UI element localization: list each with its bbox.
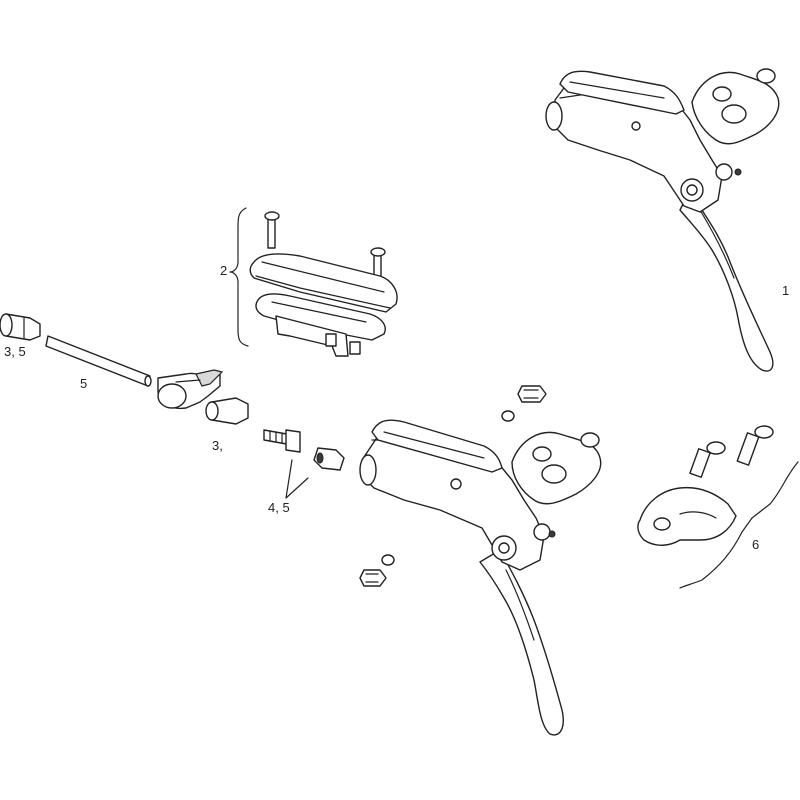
callout-label-6: 6 — [752, 537, 760, 552]
clamp-kit-bracket — [679, 461, 799, 589]
callout-label-3: 3, — [212, 438, 223, 453]
part-2-reservoir-cover-kit — [229, 207, 398, 357]
part-6-clamp-kit — [637, 425, 799, 589]
callout-label-3-5: 3, 5 — [4, 344, 26, 359]
part-3-5-hose-barb — [0, 313, 41, 341]
callout-label-2: 2 — [220, 263, 228, 278]
banjo-fitting — [157, 369, 224, 410]
callout-label-1: 1 — [782, 283, 790, 298]
part-3-compression-fitting — [205, 397, 249, 425]
part-4-5-bleed-nut — [313, 447, 345, 471]
clamp-bolt-right — [736, 425, 774, 466]
part-4-5-banjo-bolt — [263, 429, 301, 453]
part-5-hose-line — [45, 335, 152, 387]
cover-bolt-left — [264, 211, 280, 249]
callout-label-5: 5 — [80, 376, 88, 391]
bleed-screw-upper — [501, 385, 547, 422]
bleed-screw-lower — [359, 554, 395, 587]
lower-brake-lever-assembly — [359, 419, 602, 736]
callout-label-4-5: 4, 5 — [268, 500, 290, 515]
part-1-brake-lever-assembly — [545, 68, 780, 372]
callout-leader-4-5 — [285, 459, 309, 499]
clamp-bolt-left — [689, 441, 726, 478]
